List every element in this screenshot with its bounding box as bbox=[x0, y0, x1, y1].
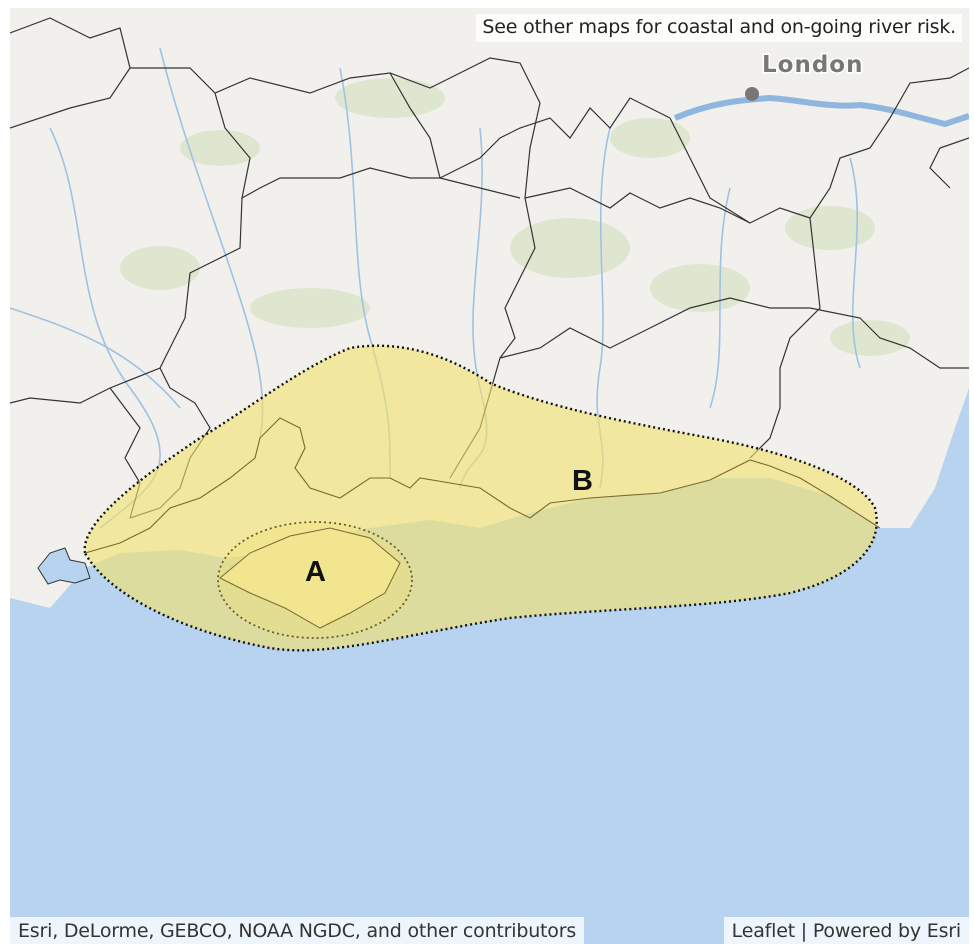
zone-a-label: A bbox=[305, 556, 326, 588]
leaflet-attribution: Leaflet | Powered by Esri bbox=[723, 917, 969, 944]
zone-b-area[interactable] bbox=[83, 344, 878, 652]
powered-by-esri: Powered by Esri bbox=[812, 920, 961, 942]
basemap: London B A bbox=[10, 8, 969, 944]
zone-b-label: B bbox=[572, 465, 593, 497]
london-label: London bbox=[762, 52, 863, 78]
london-marker bbox=[745, 87, 759, 101]
poole-harbour bbox=[37, 547, 91, 585]
tile-attribution: Esri, DeLorme, GEBCO, NOAA NGDC, and oth… bbox=[10, 917, 585, 944]
map-note: See other maps for coastal and on-going … bbox=[476, 14, 962, 42]
attribution-separator: | bbox=[800, 920, 807, 942]
zone-a-area[interactable] bbox=[217, 521, 413, 639]
leaflet-link[interactable]: Leaflet bbox=[731, 920, 795, 942]
map-container[interactable]: London B A See other maps for coastal an… bbox=[10, 8, 969, 944]
isle-of-wight-coast bbox=[219, 527, 401, 629]
coastline bbox=[84, 417, 881, 554]
thames-river bbox=[673, 94, 969, 128]
